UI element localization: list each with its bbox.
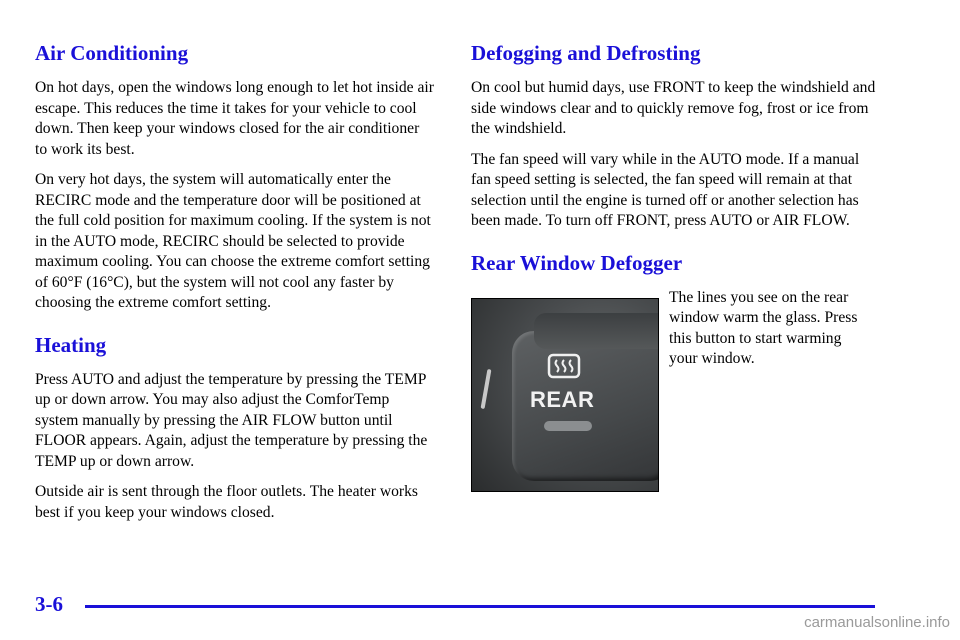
- upper-button-edge: [534, 312, 658, 349]
- heating-heading: Heating: [35, 332, 107, 357]
- defogging-paragraph-1: On cool but humid days, use FRONT to kee…: [471, 79, 876, 137]
- rear-defogger-heading: Rear Window Defogger: [471, 250, 683, 275]
- watermark: carmanualsonline.info: [804, 614, 950, 631]
- indicator-light: [544, 420, 592, 431]
- photo-edge-highlight: [480, 368, 492, 409]
- air-conditioning-paragraph-2: On very hot days, the system will automa…: [35, 171, 431, 311]
- rear-defogger-block: REAR The lines you see on the rear windo…: [471, 288, 876, 492]
- rear-defogger-button-photo: REAR: [471, 297, 659, 492]
- footer-rule: [85, 605, 875, 608]
- page-number: 3-6: [35, 592, 63, 616]
- defogging-heading: Defogging and Defrosting: [471, 41, 701, 65]
- rear-defrost-icon: [547, 353, 581, 378]
- rear-button-label: REAR: [530, 386, 595, 412]
- page-footer: 3-6 carmanualsonline.info: [0, 590, 960, 631]
- right-column: Defogging and Defrosting On cool but hum…: [471, 40, 876, 492]
- left-column: Air Conditioning On hot days, open the w…: [35, 40, 435, 533]
- air-conditioning-paragraph-1: On hot days, open the windows long enoug…: [35, 79, 434, 158]
- heating-paragraph-2: Outside air is sent through the floor ou…: [35, 483, 418, 521]
- air-conditioning-heading: Air Conditioning: [35, 41, 189, 65]
- rear-defogger-paragraph: The lines you see on the rear window war…: [669, 288, 858, 368]
- heating-paragraph-1: Press AUTO and adjust the temperature by…: [35, 370, 428, 470]
- rear-defogger-text-wrap: The lines you see on the rear window war…: [669, 288, 869, 370]
- defogging-paragraph-2: The fan speed will vary while in the AUT…: [471, 150, 860, 230]
- rear-button-face: [512, 312, 658, 481]
